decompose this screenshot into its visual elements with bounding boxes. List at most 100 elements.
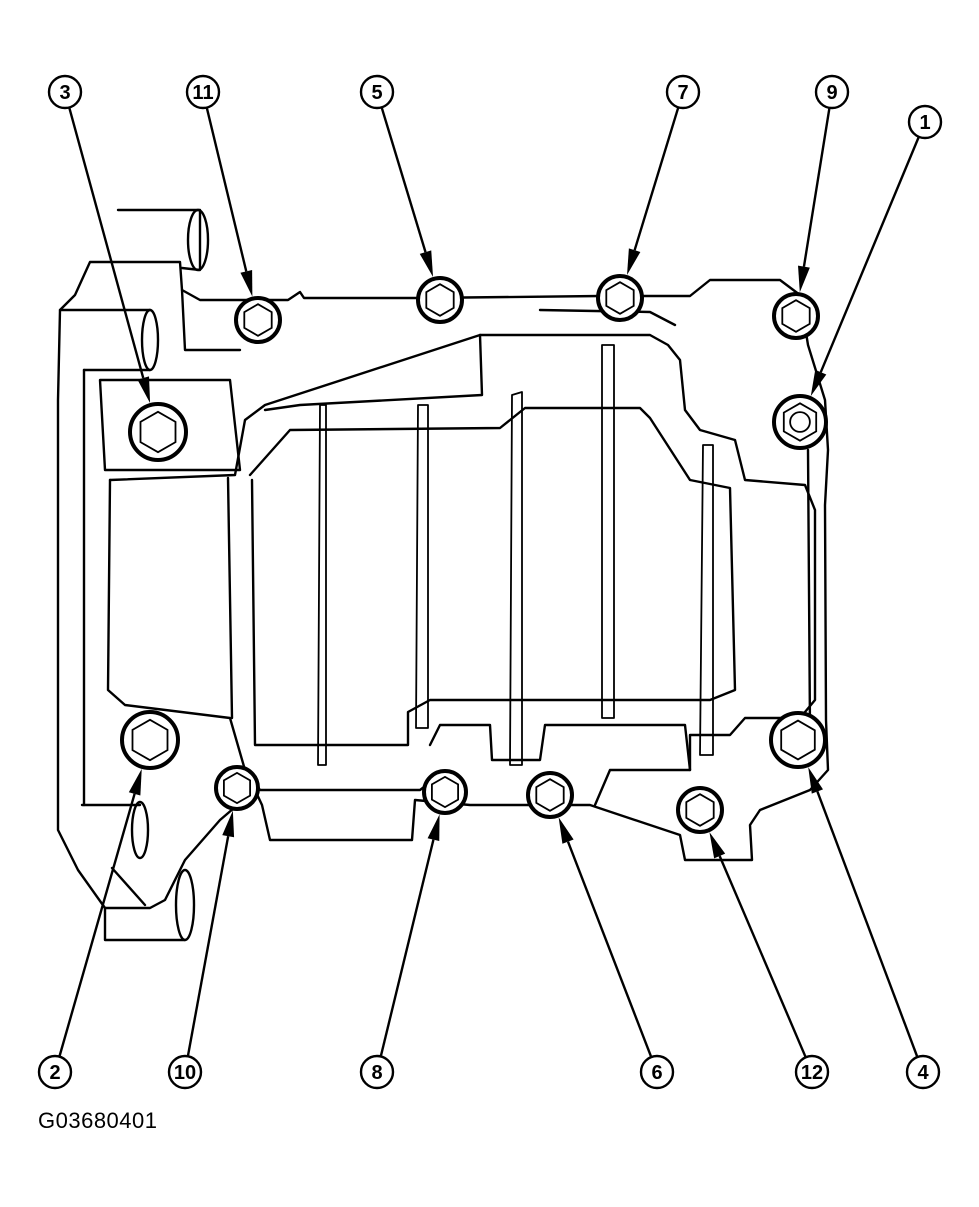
leader-line [379, 839, 435, 1057]
leader-arrowhead [810, 369, 827, 397]
bolt-hex [139, 410, 177, 454]
callout-circle [359, 1054, 395, 1090]
leader-arrowhead [137, 376, 151, 404]
bolt-hex [222, 771, 252, 805]
bolt-head [422, 769, 468, 815]
callout-circle [167, 1054, 203, 1090]
leader-line [802, 107, 831, 267]
bolt-head [128, 402, 188, 462]
leader-line [819, 136, 920, 373]
leader-line [205, 107, 248, 272]
leader-5 [380, 106, 434, 278]
bolt-head [526, 771, 574, 819]
leader-6 [558, 817, 653, 1058]
bolt-hex [430, 775, 460, 809]
callout-9: 9 [814, 74, 850, 110]
leader-line [633, 106, 680, 251]
bolt-hex [535, 778, 565, 812]
bolt-head [772, 394, 828, 450]
bolt-hex [605, 281, 635, 315]
leader-line [68, 107, 145, 379]
leader-arrowhead [558, 817, 574, 844]
bolt-10 [214, 765, 260, 811]
leader-line [816, 791, 919, 1058]
callout-11: 11 [185, 74, 221, 110]
leader-4 [808, 767, 919, 1058]
bolt-1 [772, 394, 828, 450]
callout-circle [37, 1054, 73, 1090]
callout-number: 12 [801, 1062, 823, 1084]
leader-11 [205, 107, 253, 297]
bolt-3 [128, 402, 188, 462]
bolt-hex [782, 402, 818, 442]
callout-number: 4 [917, 1062, 929, 1084]
callout-circle [639, 1054, 675, 1090]
callout-number: 11 [192, 82, 213, 104]
callout-2: 2 [37, 1054, 73, 1090]
leader-arrowhead [808, 767, 823, 794]
leader-line [566, 841, 653, 1058]
leader-arrowhead [222, 810, 235, 838]
callout-3: 3 [47, 74, 83, 110]
bolt-head [772, 292, 820, 340]
leader-line [718, 855, 807, 1058]
leader-10 [186, 810, 235, 1057]
leader-3 [68, 107, 151, 404]
bolt-head [214, 765, 260, 811]
leader-arrowhead [627, 248, 641, 276]
leader-line [380, 106, 427, 253]
leader-7 [627, 106, 680, 276]
bolt-hex [685, 793, 715, 827]
bolt-head [120, 710, 180, 770]
housing-outline [56, 208, 830, 942]
bolt-2 [120, 710, 180, 770]
bolt-12 [676, 786, 724, 834]
bolt-9 [772, 292, 820, 340]
callout-number: 6 [651, 1062, 662, 1084]
bolt-6 [526, 771, 574, 819]
callout-circle [359, 74, 395, 110]
callout-1: 1 [907, 104, 943, 140]
leader-arrowhead [128, 768, 142, 796]
callout-circle [185, 74, 221, 110]
figure-id: G03680401 [38, 1108, 158, 1133]
leader-arrowhead [709, 832, 726, 859]
leader-2 [58, 768, 142, 1057]
callout-number: 8 [371, 1062, 382, 1084]
callout-number: 10 [174, 1062, 196, 1084]
bolt-hex [131, 718, 169, 762]
bolt-head [596, 274, 644, 322]
bolt-8 [422, 769, 468, 815]
bolt-5 [416, 276, 464, 324]
leader-arrowhead [798, 265, 810, 293]
leader-line [186, 835, 230, 1057]
nut-bore [789, 411, 811, 433]
callout-number: 3 [59, 82, 70, 104]
leader-8 [379, 814, 440, 1057]
bolt-head [676, 786, 724, 834]
leader-9 [798, 107, 831, 293]
leader-1 [810, 136, 920, 397]
leader-arrowhead [427, 814, 440, 842]
bolt-head [769, 711, 827, 769]
callout-circle [814, 74, 850, 110]
callout-circle [665, 74, 701, 110]
bolt-hex [425, 283, 455, 317]
bolt-11 [234, 296, 282, 344]
leader-arrowhead [419, 250, 434, 278]
bolt-hex [781, 299, 811, 333]
callout-circle [794, 1054, 830, 1090]
callout-number: 1 [919, 112, 930, 134]
callout-7: 7 [665, 74, 701, 110]
callout-number: 2 [49, 1062, 60, 1084]
bolt-head [416, 276, 464, 324]
callout-number: 9 [826, 82, 837, 104]
callout-6: 6 [639, 1054, 675, 1090]
bolt-7 [596, 274, 644, 322]
callout-5: 5 [359, 74, 395, 110]
bolt-hex [243, 303, 273, 337]
callout-circle [905, 1054, 941, 1090]
callout-circle [47, 74, 83, 110]
